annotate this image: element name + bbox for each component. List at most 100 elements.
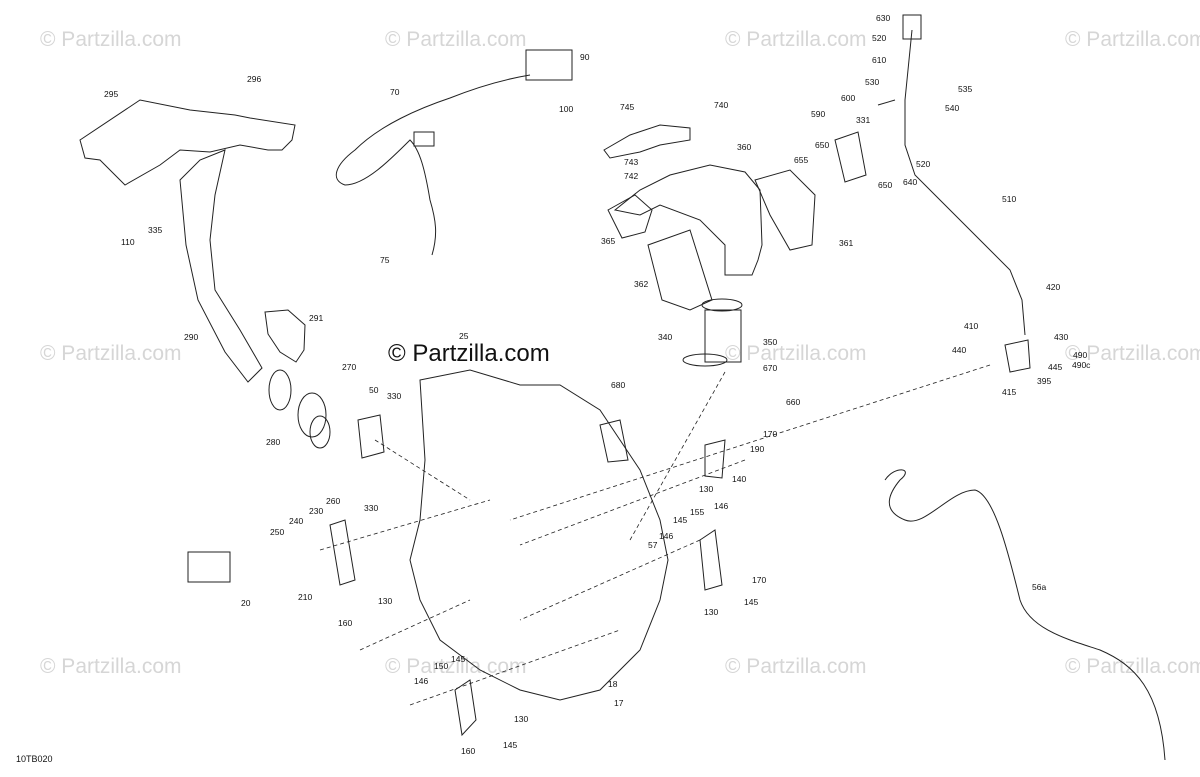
- callout-145[interactable]: 145: [503, 740, 518, 750]
- callout-660[interactable]: 660: [786, 397, 801, 407]
- callout-610[interactable]: 610: [872, 55, 887, 65]
- callout-295[interactable]: 295: [104, 89, 119, 99]
- assembly-line: [319, 499, 491, 551]
- callout-331[interactable]: 331: [856, 115, 871, 125]
- filter-part: [704, 309, 742, 363]
- callout-130[interactable]: 130: [514, 714, 529, 724]
- callout-410[interactable]: 410: [964, 321, 979, 331]
- callout-250[interactable]: 250: [270, 527, 285, 537]
- callout-290[interactable]: 290: [184, 332, 199, 342]
- bracket-part: [603, 124, 691, 159]
- callout-56a[interactable]: 56a: [1032, 582, 1047, 592]
- watermark: © Partzilla.com: [40, 28, 182, 51]
- callout-130[interactable]: 130: [378, 596, 393, 606]
- callout-25[interactable]: 25: [459, 331, 469, 341]
- air-box-part: [613, 164, 763, 276]
- cover-part: [647, 229, 713, 311]
- callout-210[interactable]: 210: [298, 592, 313, 602]
- callout-520[interactable]: 520: [872, 33, 887, 43]
- callout-70[interactable]: 70: [390, 87, 400, 97]
- callout-75[interactable]: 75: [380, 255, 390, 265]
- callout-330[interactable]: 330: [364, 503, 379, 513]
- callout-445[interactable]: 445: [1048, 362, 1063, 372]
- watermark: © Partzilla.com: [725, 28, 867, 51]
- callout-440[interactable]: 440: [952, 345, 967, 355]
- bracket-part: [704, 439, 726, 479]
- callout-50[interactable]: 50: [369, 385, 379, 395]
- callout-640[interactable]: 640: [903, 177, 918, 187]
- assembly-line: [509, 364, 991, 521]
- callout-540[interactable]: 540: [945, 103, 960, 113]
- callout-230[interactable]: 230: [309, 506, 324, 516]
- callout-170[interactable]: 170: [752, 575, 767, 585]
- callout-291[interactable]: 291: [309, 313, 324, 323]
- mount-bracket-part: [454, 679, 477, 737]
- callout-395[interactable]: 395: [1037, 376, 1052, 386]
- callout-90[interactable]: 90: [580, 52, 590, 62]
- callout-365[interactable]: 365: [601, 236, 616, 246]
- callout-150[interactable]: 150: [434, 661, 449, 671]
- filter-ring-part: [701, 298, 743, 312]
- callout-743[interactable]: 743: [624, 157, 639, 167]
- callout-740[interactable]: 740: [714, 100, 729, 110]
- callout-170[interactable]: 170: [763, 429, 778, 439]
- callout-680[interactable]: 680: [611, 380, 626, 390]
- callout-130[interactable]: 130: [704, 607, 719, 617]
- callout-655[interactable]: 655: [794, 155, 809, 165]
- callout-520[interactable]: 520: [916, 159, 931, 169]
- callout-240[interactable]: 240: [289, 516, 304, 526]
- callout-420[interactable]: 420: [1046, 282, 1061, 292]
- callout-140[interactable]: 140: [732, 474, 747, 484]
- callout-650[interactable]: 650: [815, 140, 830, 150]
- callout-745[interactable]: 745: [620, 102, 635, 112]
- callout-155[interactable]: 155: [690, 507, 705, 517]
- callout-160[interactable]: 160: [338, 618, 353, 628]
- callout-490c[interactable]: 490c: [1072, 360, 1091, 370]
- callout-360[interactable]: 360: [737, 142, 752, 152]
- callout-130[interactable]: 130: [699, 484, 714, 494]
- callout-100[interactable]: 100: [559, 104, 574, 114]
- assembly-line: [359, 599, 471, 651]
- callout-110[interactable]: 110: [121, 237, 135, 247]
- callout-742[interactable]: 742: [624, 171, 639, 181]
- callout-535[interactable]: 535: [958, 84, 973, 94]
- callout-260[interactable]: 260: [326, 496, 341, 506]
- callout-145[interactable]: 145: [451, 654, 466, 664]
- callout-415[interactable]: 415: [1002, 387, 1017, 397]
- callout-590[interactable]: 590: [811, 109, 826, 119]
- callout-600[interactable]: 600: [841, 93, 856, 103]
- callout-335[interactable]: 335: [148, 225, 163, 235]
- callout-145[interactable]: 145: [744, 597, 759, 607]
- callout-530[interactable]: 530: [865, 77, 880, 87]
- callout-330[interactable]: 330: [387, 391, 402, 401]
- callout-361[interactable]: 361: [839, 238, 854, 248]
- callout-270[interactable]: 270: [342, 362, 357, 372]
- callout-146[interactable]: 146: [414, 676, 429, 686]
- callout-280[interactable]: 280: [266, 437, 281, 447]
- callout-20[interactable]: 20: [241, 598, 251, 608]
- callout-18[interactable]: 18: [608, 679, 618, 689]
- callout-362[interactable]: 362: [634, 279, 649, 289]
- callout-340[interactable]: 340: [658, 332, 673, 342]
- watermark: © Partzilla.com: [40, 655, 182, 678]
- callout-57[interactable]: 57: [648, 540, 658, 550]
- callout-146[interactable]: 146: [714, 501, 729, 511]
- callout-510[interactable]: 510: [1002, 194, 1017, 204]
- callout-670[interactable]: 670: [763, 363, 778, 373]
- callout-490[interactable]: 490: [1073, 350, 1088, 360]
- callout-630[interactable]: 630: [876, 13, 891, 23]
- callout-650[interactable]: 650: [878, 180, 893, 190]
- watermark: © Partzilla.com: [385, 655, 527, 678]
- callout-350[interactable]: 350: [763, 337, 778, 347]
- callout-145[interactable]: 145: [673, 515, 688, 525]
- callout-160[interactable]: 160: [461, 746, 476, 756]
- callout-17[interactable]: 17: [614, 698, 624, 708]
- callout-430[interactable]: 430: [1054, 332, 1069, 342]
- callout-146[interactable]: 146: [659, 531, 674, 541]
- callout-190[interactable]: 190: [750, 444, 765, 454]
- callout-296[interactable]: 296: [247, 74, 262, 84]
- assembly-line: [409, 629, 621, 706]
- watermark: © Partzilla.com: [385, 28, 527, 51]
- clamp-part: [309, 415, 331, 449]
